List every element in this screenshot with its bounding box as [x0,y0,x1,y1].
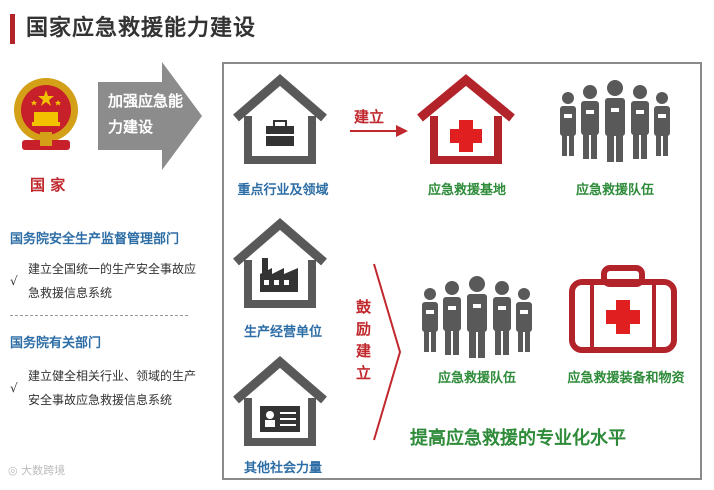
check-mark: √ [10,274,18,288]
watermark-text: 大数跨境 [21,464,66,477]
department-name: 国务院有关部门 [10,336,102,351]
national-emblem-icon [14,78,78,150]
department-duty: 建立全国统一的生产安全事故应急救援信息系统 [28,262,197,300]
outcome-label: 应急救援队伍 [437,371,516,386]
department-duty: 建立健全相关行业、领域的生产安全事故应急救援信息系统 [28,369,197,407]
enterprise-house-icon [233,218,327,308]
rescue-base-icon [417,74,515,164]
outcome-label: 应急救援装备和物资 [567,371,685,386]
build-label: 建立 [354,108,385,126]
title-accent-bar [10,14,15,44]
target-label: 应急救援队伍 [575,183,654,198]
chevron-bracket-icon [373,263,402,441]
encourage-char: 励 [356,320,372,338]
id-card-icon [260,406,300,432]
factory-icon [260,258,298,292]
nation-label: 国 家 [30,176,66,194]
source-label: 其他社会力量 [243,461,322,476]
encourage-char: 鼓 [356,298,372,316]
build-arrow-icon [350,125,408,137]
encourage-char: 立 [356,364,372,382]
slogan: 提高应急救援的专业化水平 [410,428,626,449]
encourage-char: 建 [356,342,372,360]
target-label: 应急救援基地 [427,183,506,198]
arrow-label: 加强应急能力建设 [108,92,184,136]
watermark: ◎ 大数跨境 [8,462,65,478]
rescue-team-icon [422,276,532,358]
first-aid-kit-icon [569,265,677,353]
page-title: 国家应急救援能力建设 [26,16,257,41]
rescue-team-icon [560,80,670,162]
watermark-logo-icon: ◎ [8,464,22,477]
briefcase-icon [266,120,294,146]
strengthen-arrow-shape [98,62,202,170]
industry-house-icon [233,74,327,164]
check-mark: √ [10,381,18,395]
source-label: 重点行业及领域 [237,183,329,198]
department-name: 国务院安全生产监督管理部门 [10,232,180,247]
social-house-icon [233,356,327,446]
source-label: 生产经营单位 [243,325,322,340]
diagram-panel [222,62,702,480]
divider [10,315,188,316]
